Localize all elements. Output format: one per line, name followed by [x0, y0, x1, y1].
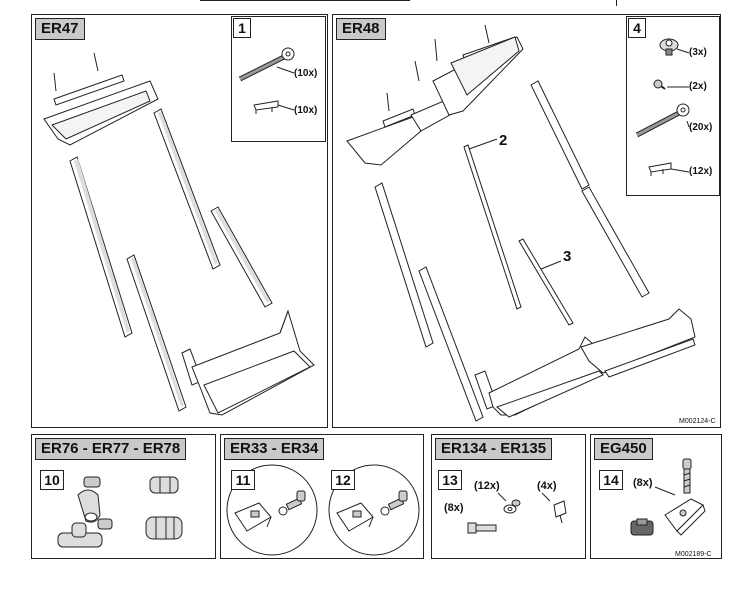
er48-qty-clip: (12x)	[689, 166, 713, 177]
knob-icon	[659, 38, 679, 56]
er33-item-12: 12	[331, 470, 355, 490]
callout-3-leader	[540, 260, 562, 270]
pin-icon	[238, 47, 295, 82]
clamp-plate-icon	[336, 502, 374, 532]
er47-top-flashing	[43, 52, 159, 146]
er134-panel: ER134 - ER135 13 (12x) (4x) (8x)	[431, 434, 586, 559]
er48-qty-knob: (3x)	[689, 47, 707, 58]
er76-item-number: 10	[40, 470, 64, 490]
er48-kit-box: 4	[626, 16, 720, 196]
er48-kit-number: 4	[628, 18, 646, 38]
er47-kit-number: 1	[233, 18, 251, 38]
tee-fitting-icon	[57, 518, 113, 548]
callout-3: 3	[563, 248, 572, 265]
pin-icon	[635, 103, 690, 138]
screw-icon	[682, 458, 692, 494]
hex-bolt-icon	[467, 522, 497, 534]
bolt-icon	[380, 490, 408, 516]
bracket-icon	[664, 498, 706, 536]
er47-exploded-drawing	[43, 52, 315, 416]
callout-2-leader	[468, 138, 498, 150]
er47-kit-box: 1 (10x) (10x)	[231, 16, 326, 142]
washer-icon	[503, 499, 521, 514]
er47-side-rails	[69, 108, 273, 412]
er33-title: ER33 - ER34	[224, 438, 325, 460]
er48-bottom-apron	[474, 308, 696, 418]
er47-kit-drawing	[238, 47, 295, 114]
straight-connector-small-icon	[149, 476, 179, 494]
straight-connector-large-icon	[145, 516, 183, 540]
er47-title: ER47	[35, 18, 85, 40]
clamp-plate-icon	[234, 502, 272, 532]
er48-title: ER48	[336, 18, 386, 40]
er48-kit-drawing	[635, 38, 690, 176]
clip-icon	[253, 100, 279, 114]
er76-panel: ER76 - ER77 - ER78 10	[31, 434, 216, 559]
er48-side-rails	[374, 80, 650, 422]
er134-item-number: 13	[438, 470, 462, 490]
eg450-title: EG450	[594, 438, 653, 460]
callout-2: 2	[499, 132, 508, 149]
er76-title: ER76 - ER77 - ER78	[35, 438, 187, 460]
er48-panel: ER48 4	[332, 14, 721, 428]
header-rule-tick	[616, 0, 617, 6]
er134-qty-washer: (12x)	[474, 480, 500, 492]
er33-item-11: 11	[231, 470, 255, 490]
er48-qty-screw: (2x)	[689, 81, 707, 92]
screw-icon	[653, 79, 666, 90]
er134-qty-bolt: (8x)	[444, 502, 464, 514]
eg450-bracket-drawing	[630, 458, 706, 536]
er33-panel: ER33 - ER34 11 12	[220, 434, 424, 559]
er134-hardware-drawing	[467, 492, 567, 534]
eg450-panel: EG450 14 (8x) M002189-C	[590, 434, 722, 559]
er134-title: ER134 - ER135	[435, 438, 553, 460]
bolt-icon	[278, 490, 306, 516]
er76-fittings-drawing	[57, 476, 183, 548]
er47-bottom-apron	[181, 309, 315, 416]
er48-crossbars	[463, 144, 574, 326]
eg450-qty: (8x)	[633, 477, 653, 489]
header-rule-left	[200, 0, 410, 1]
elbow-fitting-icon	[77, 476, 101, 523]
er47-qty-clip: (10x)	[294, 105, 318, 116]
spring-clip-icon	[553, 500, 567, 524]
er48-qty-pin: (20x)	[689, 122, 713, 133]
er33-clamps-drawing	[226, 464, 420, 556]
er48-top-flashing	[346, 24, 524, 166]
er48-exploded-drawing	[346, 24, 696, 422]
er48-drawing-code: M002124-C	[679, 418, 716, 425]
clamp-block-icon	[630, 518, 654, 536]
er47-panel: ER47 1 (10x) (10x)	[31, 14, 328, 428]
eg450-item-number: 14	[599, 470, 623, 490]
eg450-drawing-code: M002189-C	[675, 551, 712, 558]
er47-qty-pin: (10x)	[294, 68, 318, 79]
er134-qty-clip: (4x)	[537, 480, 557, 492]
